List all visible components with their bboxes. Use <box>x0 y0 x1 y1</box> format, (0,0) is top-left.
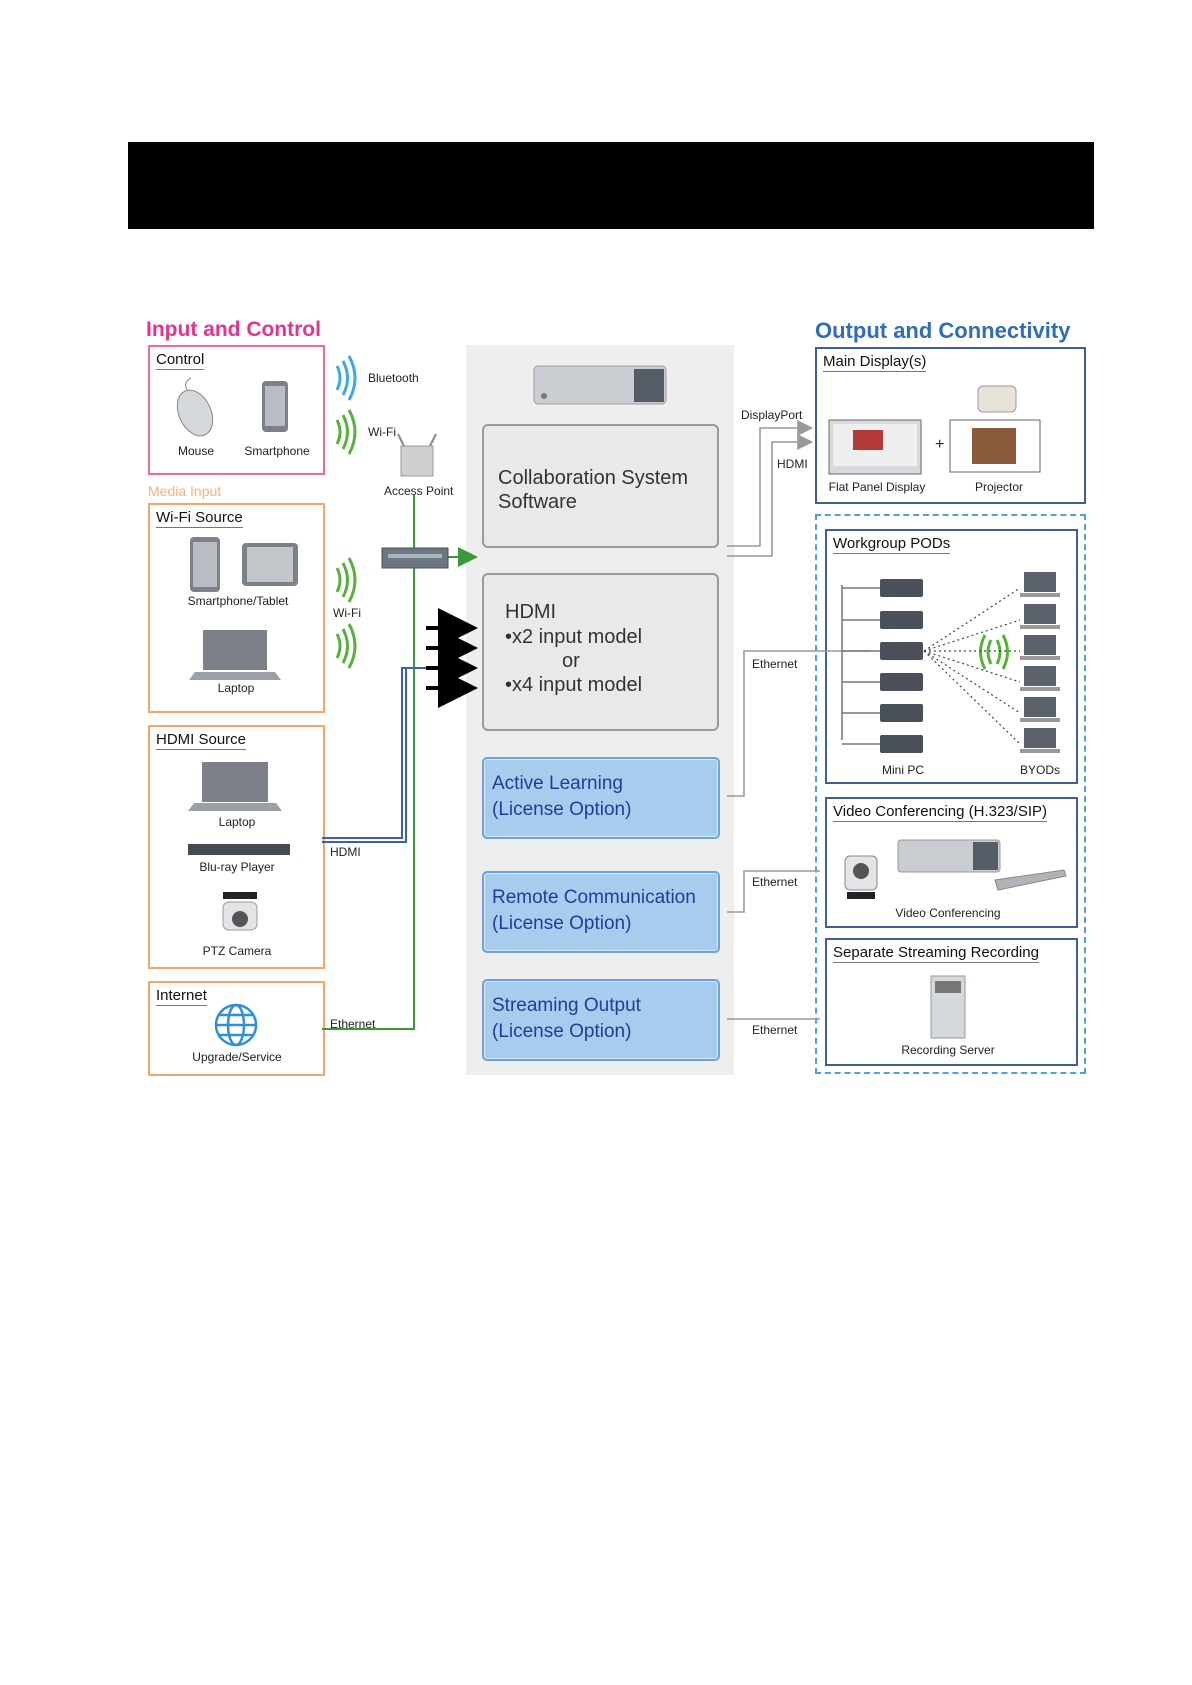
ethernet-pods-link-label: Ethernet <box>752 657 798 671</box>
access-point-icon <box>397 433 437 477</box>
workgroup-pods-group: Workgroup PODs Mini PC BYODs <box>825 529 1078 784</box>
hdmi-output-link-label: HDMI <box>777 457 808 471</box>
software-line1: Collaboration System <box>498 467 689 489</box>
video-conferencing-title: Video Conferencing (H.323/SIP) <box>833 803 1048 822</box>
network-switch-icon <box>381 547 449 569</box>
projector-label: Projector <box>974 480 1024 494</box>
wifi-control-link-label: Wi-Fi <box>368 425 396 439</box>
active-learning-option: Active Learning (License Option) <box>482 757 720 839</box>
wifi-source-title: Wi-Fi Source <box>156 509 243 528</box>
control-title: Control <box>156 351 205 370</box>
bluetooth-link-label: Bluetooth <box>368 371 419 385</box>
ethernet-connector <box>322 495 478 1030</box>
streaming-recording-group: Separate Streaming Recording Recording S… <box>825 938 1078 1066</box>
ethernet-internet-link-label: Ethernet <box>330 1017 376 1031</box>
byods-label: BYODs <box>1019 763 1061 777</box>
input-and-control-heading: Input and Control <box>146 318 321 341</box>
mouse-label: Mouse <box>177 444 215 458</box>
access-point-label: Access Point <box>384 484 454 498</box>
output-and-connectivity-heading: Output and Connectivity <box>815 318 1071 343</box>
remote-communication-line2: (License Option) <box>492 913 632 934</box>
plus-sign: + <box>935 436 945 453</box>
streaming-output-option: Streaming Output (License Option) <box>482 979 720 1061</box>
hdmi-source-title: HDMI Source <box>156 731 247 750</box>
hdmi-input-arrows <box>426 608 478 708</box>
hdmi-laptop-label: Laptop <box>218 815 256 829</box>
internet-title: Internet <box>156 987 207 1006</box>
smartphone-label: Smartphone <box>244 444 310 458</box>
hdmi-connector <box>322 667 446 843</box>
workgroup-pods-title: Workgroup PODs <box>833 535 951 554</box>
media-input-label: Media Input <box>148 483 222 499</box>
recording-server-label: Recording Server <box>901 1043 995 1057</box>
wifi-source-group: Wi-Fi Source Smartphone/Tablet Laptop <box>148 503 325 713</box>
hdmi-x2-model: •x2 input model <box>505 626 643 648</box>
hdmi-x4-model: •x4 input model <box>505 674 643 696</box>
internet-group: Internet Upgrade/Service <box>148 981 325 1076</box>
remote-communication-option: Remote Communication (License Option) <box>482 871 720 953</box>
main-display-title: Main Display(s) <box>823 353 927 372</box>
displayport-link-label: DisplayPort <box>741 408 803 422</box>
streaming-output-line2: (License Option) <box>492 1021 632 1042</box>
hdmi-link-label: HDMI <box>330 845 361 859</box>
ethernet-vc-link-label: Ethernet <box>752 875 798 889</box>
title-banner <box>128 142 1094 229</box>
mini-pc-label: Mini PC <box>881 763 925 777</box>
control-group: Control Mouse Smartphone <box>148 345 325 475</box>
remote-communication-line1: Remote Communication <box>492 887 696 908</box>
hdmi-or: or <box>562 650 580 672</box>
main-display-group: Main Display(s) + Flat Panel Display Pro… <box>815 347 1086 504</box>
wifi-source-link-label: Wi-Fi <box>333 606 361 620</box>
bluray-player-label: Blu-ray Player <box>199 860 275 874</box>
upgrade-service-label: Upgrade/Service <box>192 1050 282 1064</box>
ethernet-streaming-link-label: Ethernet <box>752 1023 798 1037</box>
wifi-laptop-label: Laptop <box>217 681 255 695</box>
streaming-recording-title: Separate Streaming Recording <box>833 944 1039 963</box>
smartphone-tablet-label: Smartphone/Tablet <box>187 594 289 608</box>
hdmi-box-title: HDMI <box>505 601 557 623</box>
active-learning-line2: (License Option) <box>492 799 632 820</box>
ptz-camera-label: PTZ Camera <box>202 944 272 958</box>
streaming-output-line1: Streaming Output <box>492 995 641 1016</box>
collaboration-software-box: Collaboration System Software <box>482 424 719 548</box>
bluetooth-wave-icon <box>335 355 357 401</box>
hdmi-input-box: HDMI •x2 input model or •x4 input model <box>482 573 719 731</box>
software-line2: Software <box>498 491 577 513</box>
video-conferencing-label: Video Conferencing <box>895 906 1001 920</box>
flat-panel-display-label: Flat Panel Display <box>828 480 926 494</box>
active-learning-line1: Active Learning <box>492 773 623 794</box>
hdmi-source-group: HDMI Source Laptop Blu-ray Player PTZ Ca… <box>148 725 325 969</box>
video-conferencing-group: Video Conferencing (H.323/SIP) Video Con… <box>825 797 1078 928</box>
